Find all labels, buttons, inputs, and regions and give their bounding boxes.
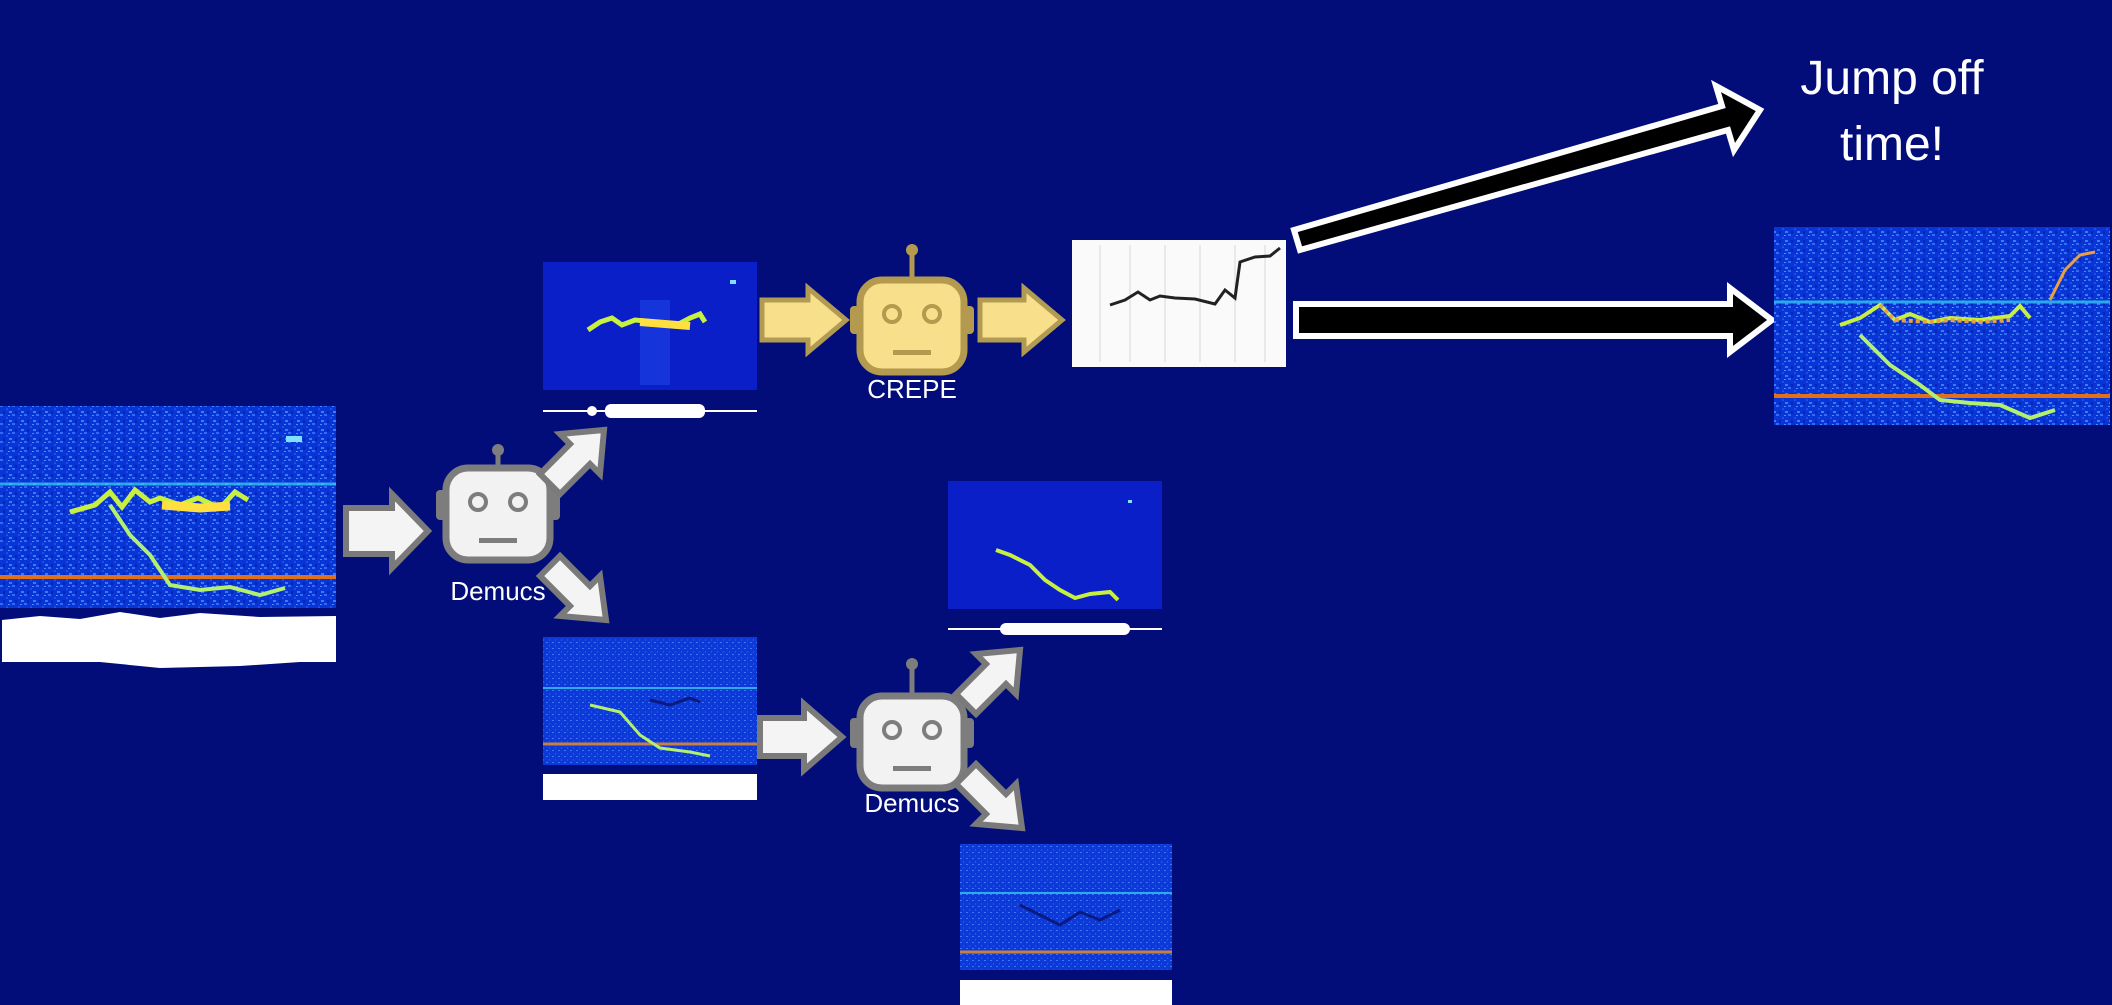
- arrow-icon: [951, 759, 1026, 832]
- jump-off-line-1: Jump off: [1800, 52, 1984, 105]
- arrow-icon: [757, 697, 847, 777]
- input-spectrogram: [0, 406, 336, 608]
- demucs-label-2: Demucs: [864, 788, 960, 818]
- crepe-label: CREPE: [867, 374, 957, 404]
- arrow-icon: [343, 486, 433, 576]
- pitch-track: [1072, 240, 1286, 367]
- input-waveform: [2, 612, 336, 668]
- arrow-icon: [1290, 79, 1765, 254]
- jump-off-line-2: time!: [1839, 118, 1944, 171]
- arrow-icon: [535, 551, 610, 624]
- arrow-icon: [951, 646, 1024, 719]
- arrow-icon: [535, 426, 608, 499]
- robot-icon: [436, 444, 560, 564]
- residual-waveform: [543, 774, 757, 800]
- arrow-icon: [759, 282, 850, 358]
- output-spectrogram: [1774, 227, 2110, 425]
- robot-icon: [850, 244, 974, 376]
- jump-off-title: Jump off time!: [1762, 46, 2022, 178]
- vocal-spectrogram: [543, 262, 757, 390]
- vocal-waveform: [543, 404, 757, 418]
- arrow-icon: [1293, 281, 1777, 359]
- residual-spectrogram: [543, 637, 757, 765]
- final-residual-waveform: [960, 980, 1172, 1005]
- demucs-label-1: Demucs: [450, 576, 546, 606]
- second-vocal-spectrogram: [948, 481, 1162, 609]
- arrow-icon: [977, 282, 1066, 358]
- final-residual-spectrogram: [960, 844, 1172, 970]
- second-vocal-waveform: [948, 623, 1162, 635]
- robot-icon: [850, 658, 974, 792]
